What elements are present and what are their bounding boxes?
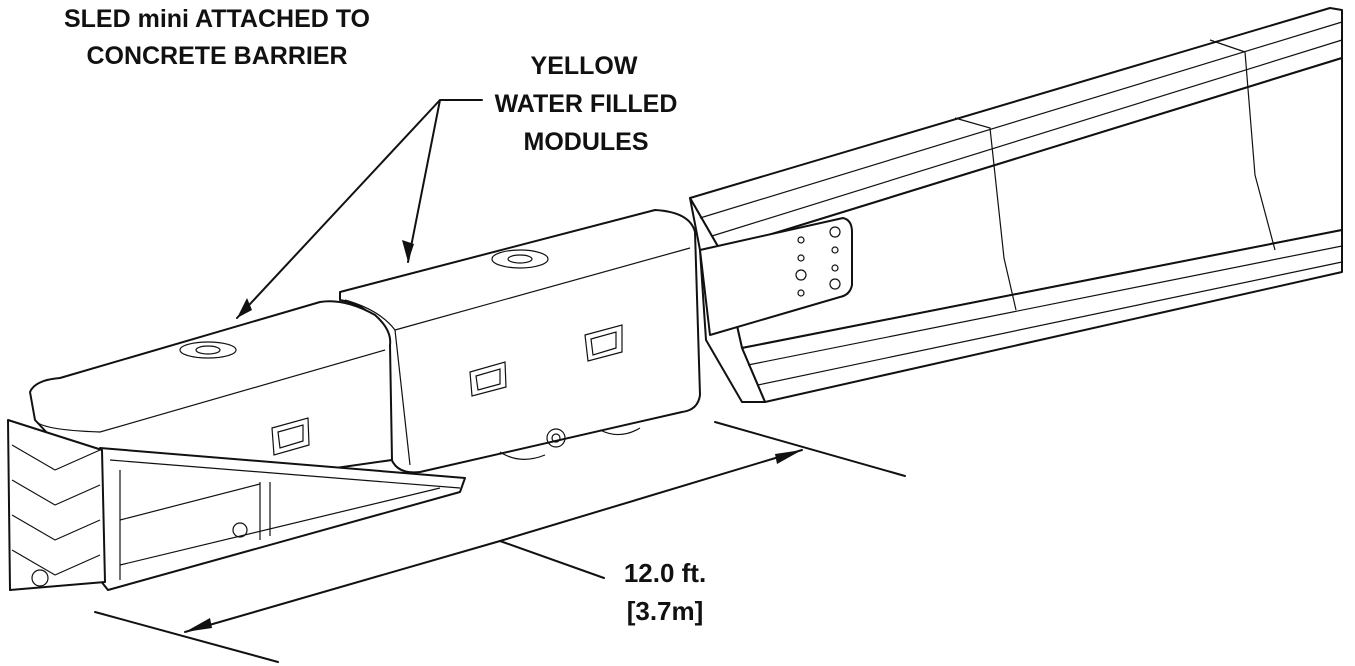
dimension-meters-label: [3.7m] xyxy=(627,596,704,626)
concrete-barrier xyxy=(689,7,1343,403)
modules-label-line-3: MODULES xyxy=(524,128,649,156)
title-line-1: SLED mini ATTACHED TO xyxy=(64,5,370,33)
modules-label-line-2: WATER FILLED xyxy=(495,90,678,118)
chevron-nose-panel xyxy=(7,419,106,591)
leader-lines xyxy=(236,99,483,319)
dimension-feet-label: 12.0 ft. xyxy=(624,558,706,588)
connection-plate xyxy=(699,217,853,336)
water-filled-module-rear xyxy=(339,209,701,474)
dimension-12ft xyxy=(94,421,906,663)
title-line-2: CONCRETE BARRIER xyxy=(86,42,347,70)
modules-label-line-1: YELLOW xyxy=(531,52,638,80)
